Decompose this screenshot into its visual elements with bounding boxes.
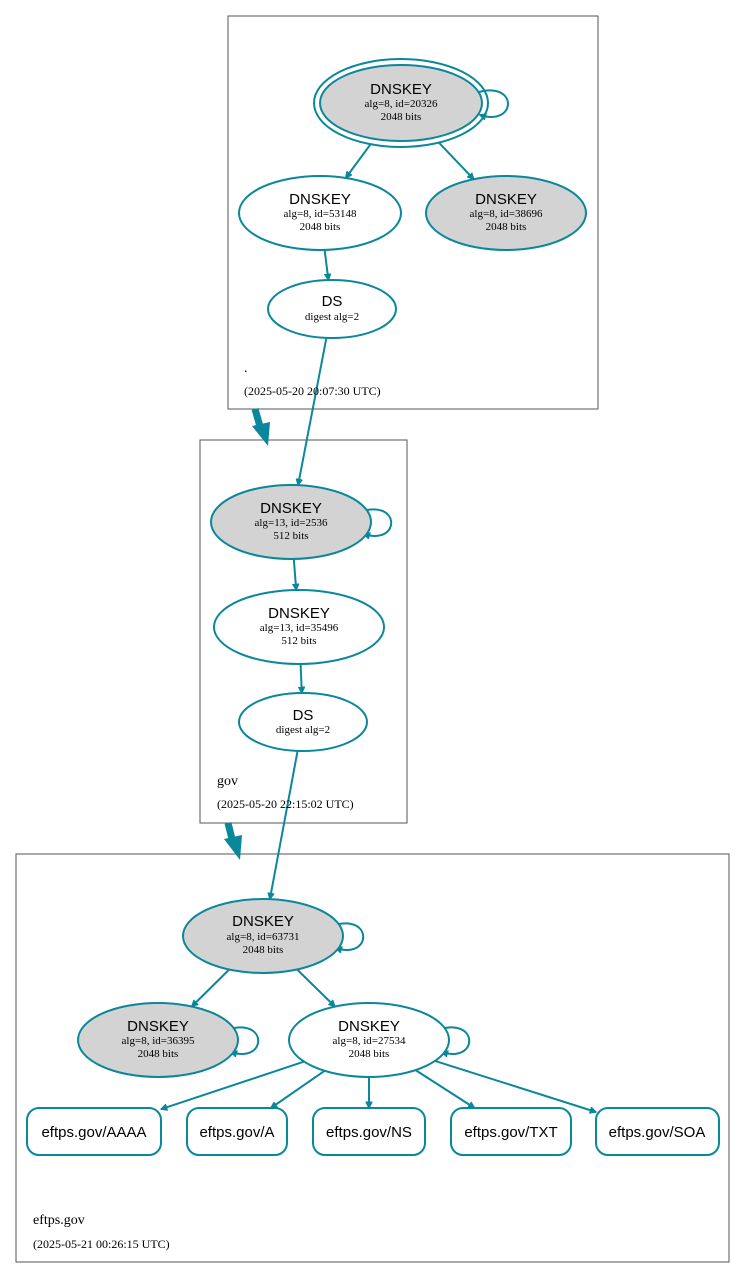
- dnskey-ellipse: [288, 1002, 450, 1078]
- edge-gov-zsk-to-gov-ds: [301, 663, 302, 693]
- self-sign-edge-gov-ksk: [359, 508, 393, 536]
- node-alg-id: alg=13, id=2536: [255, 517, 328, 529]
- rrset-label: eftps.gov/NS: [326, 1124, 412, 1141]
- node-dnskey-root-zsk1[interactable]: DNSKEY alg=8, id=53148 2048 bits: [238, 175, 402, 251]
- dnskey-ellipse: [213, 589, 385, 665]
- node-alg-id: alg=8, id=38696: [470, 208, 543, 220]
- rrset-box: [450, 1107, 572, 1156]
- node-key-size: 512 bits: [273, 530, 308, 542]
- node-dnskey-gov-ksk[interactable]: DNSKEY alg=13, id=2536 512 bits: [210, 484, 372, 560]
- dnskey-ellipse: [319, 64, 483, 142]
- rrset-label: eftps.gov/TXT: [464, 1124, 557, 1141]
- edge-root-ksk-to-root-zsk1: [346, 143, 372, 178]
- node-dnskey-gov-zsk[interactable]: DNSKEY alg=13, id=35496 512 bits: [213, 589, 385, 665]
- node-title: DNSKEY: [338, 1018, 400, 1035]
- zone-timestamp-eftps: (2025-05-21 00:26:15 UTC): [33, 1237, 170, 1251]
- node-title: DNSKEY: [260, 500, 322, 517]
- dnskey-ellipse: [425, 175, 587, 251]
- node-alg-id: alg=8, id=27534: [333, 1035, 406, 1047]
- zone-name-eftps: eftps.gov: [33, 1213, 85, 1228]
- node-key-size: 512 bits: [281, 635, 316, 647]
- node-title: DNSKEY: [370, 81, 432, 98]
- node-key-size: 2048 bits: [300, 221, 341, 233]
- node-alg-id: alg=8, id=20326: [365, 98, 438, 110]
- zone-name-gov: gov: [217, 774, 238, 789]
- rrset-ns[interactable]: eftps.gov/NS: [312, 1107, 426, 1156]
- node-title: DS: [293, 707, 314, 724]
- node-dnskey-root-zsk2[interactable]: DNSKEY alg=8, id=38696 2048 bits: [425, 175, 587, 251]
- rrset-txt[interactable]: eftps.gov/TXT: [450, 1107, 572, 1156]
- rrset-a[interactable]: eftps.gov/A: [186, 1107, 288, 1156]
- node-alg-id: alg=8, id=53148: [284, 208, 357, 220]
- rrset-box: [186, 1107, 288, 1156]
- node-dnskey-eftps-zsk[interactable]: DNSKEY alg=8, id=27534 2048 bits: [288, 1002, 450, 1078]
- self-sign-edge-root-ksk: [475, 89, 509, 117]
- edge-root-ksk-to-root-zsk2: [438, 141, 474, 180]
- ds-ellipse: [238, 692, 368, 752]
- dnskey-ellipse: [238, 175, 402, 251]
- delegation-gov-to-eftps: [224, 822, 242, 860]
- rrset-aaaa[interactable]: eftps.gov/AAAA: [26, 1107, 162, 1156]
- node-dnskey-eftps-ksk[interactable]: DNSKEY alg=8, id=63731 2048 bits: [182, 898, 344, 974]
- node-title: DS: [322, 293, 343, 310]
- dnskey-ellipse: [182, 898, 344, 974]
- node-digest: digest alg=2: [276, 724, 330, 736]
- edge-eftps-zsk-to-rr-soa: [434, 1059, 596, 1112]
- node-title: DNSKEY: [289, 191, 351, 208]
- edge-eftps-zsk-to-rr-aaaa: [161, 1060, 305, 1110]
- rrset-label: eftps.gov/AAAA: [41, 1124, 146, 1141]
- rrset-box: [312, 1107, 426, 1156]
- delegation-root-to-gov: [251, 408, 270, 446]
- node-key-size: 2048 bits: [486, 221, 527, 233]
- rrset-box: [595, 1107, 720, 1156]
- node-alg-id: alg=8, id=36395: [122, 1035, 195, 1047]
- rrset-label: eftps.gov/SOA: [609, 1124, 706, 1141]
- node-key-size: 2048 bits: [243, 944, 284, 956]
- node-dnskey-eftps-k2[interactable]: DNSKEY alg=8, id=36395 2048 bits: [77, 1002, 239, 1078]
- edge-gov-ksk-to-gov-zsk: [294, 558, 296, 590]
- node-key-size: 2048 bits: [138, 1048, 179, 1060]
- zone-name-root: .: [244, 361, 248, 376]
- edge-root-zsk1-to-root-ds: [323, 249, 329, 280]
- dnskey-ellipse: [77, 1002, 239, 1078]
- zone-box-eftps: [15, 853, 730, 1263]
- node-title: DNSKEY: [232, 913, 294, 930]
- self-sign-edge-eftps-k2: [226, 1026, 260, 1054]
- edge-root-ds-to-gov-ksk: [298, 337, 328, 485]
- node-key-size: 2048 bits: [381, 111, 422, 123]
- node-ds-root[interactable]: DS digest alg=2: [267, 279, 397, 339]
- rrset-label: eftps.gov/A: [199, 1124, 274, 1141]
- edge-eftps-zsk-to-rr-txt: [415, 1069, 475, 1109]
- edge-eftps-zsk-to-rr-a: [271, 1069, 326, 1108]
- zone-box-root: [227, 15, 599, 410]
- self-sign-edge-eftps-zsk: [437, 1026, 471, 1054]
- ds-ellipse: [267, 279, 397, 339]
- rrset-box: [26, 1107, 162, 1156]
- rrset-soa[interactable]: eftps.gov/SOA: [595, 1107, 720, 1156]
- node-alg-id: alg=13, id=35496: [260, 622, 339, 634]
- node-title: DNSKEY: [475, 191, 537, 208]
- zone-box-gov: [199, 439, 408, 824]
- trust-anchor-ring: [313, 58, 489, 148]
- node-dnskey-root-ksk[interactable]: DNSKEY alg=8, id=20326 2048 bits: [313, 58, 489, 148]
- node-key-size: 2048 bits: [349, 1048, 390, 1060]
- edges-layer: [161, 89, 596, 1112]
- dnskey-ellipse: [210, 484, 372, 560]
- zone-timestamp-gov: (2025-05-20 22:15:02 UTC): [217, 797, 354, 811]
- edge-eftps-ksk-to-eftps-zsk: [296, 968, 335, 1007]
- node-alg-id: alg=8, id=63731: [227, 931, 300, 943]
- node-ds-gov[interactable]: DS digest alg=2: [238, 692, 368, 752]
- node-title: DNSKEY: [268, 605, 330, 622]
- edge-gov-ds-to-eftps-ksk: [270, 750, 299, 899]
- node-digest: digest alg=2: [305, 311, 359, 323]
- edge-eftps-ksk-to-eftps-k2: [192, 968, 230, 1007]
- self-sign-edge-eftps-ksk: [331, 922, 365, 950]
- node-title: DNSKEY: [127, 1018, 189, 1035]
- zone-timestamp-root: (2025-05-20 20:07:30 UTC): [244, 384, 381, 398]
